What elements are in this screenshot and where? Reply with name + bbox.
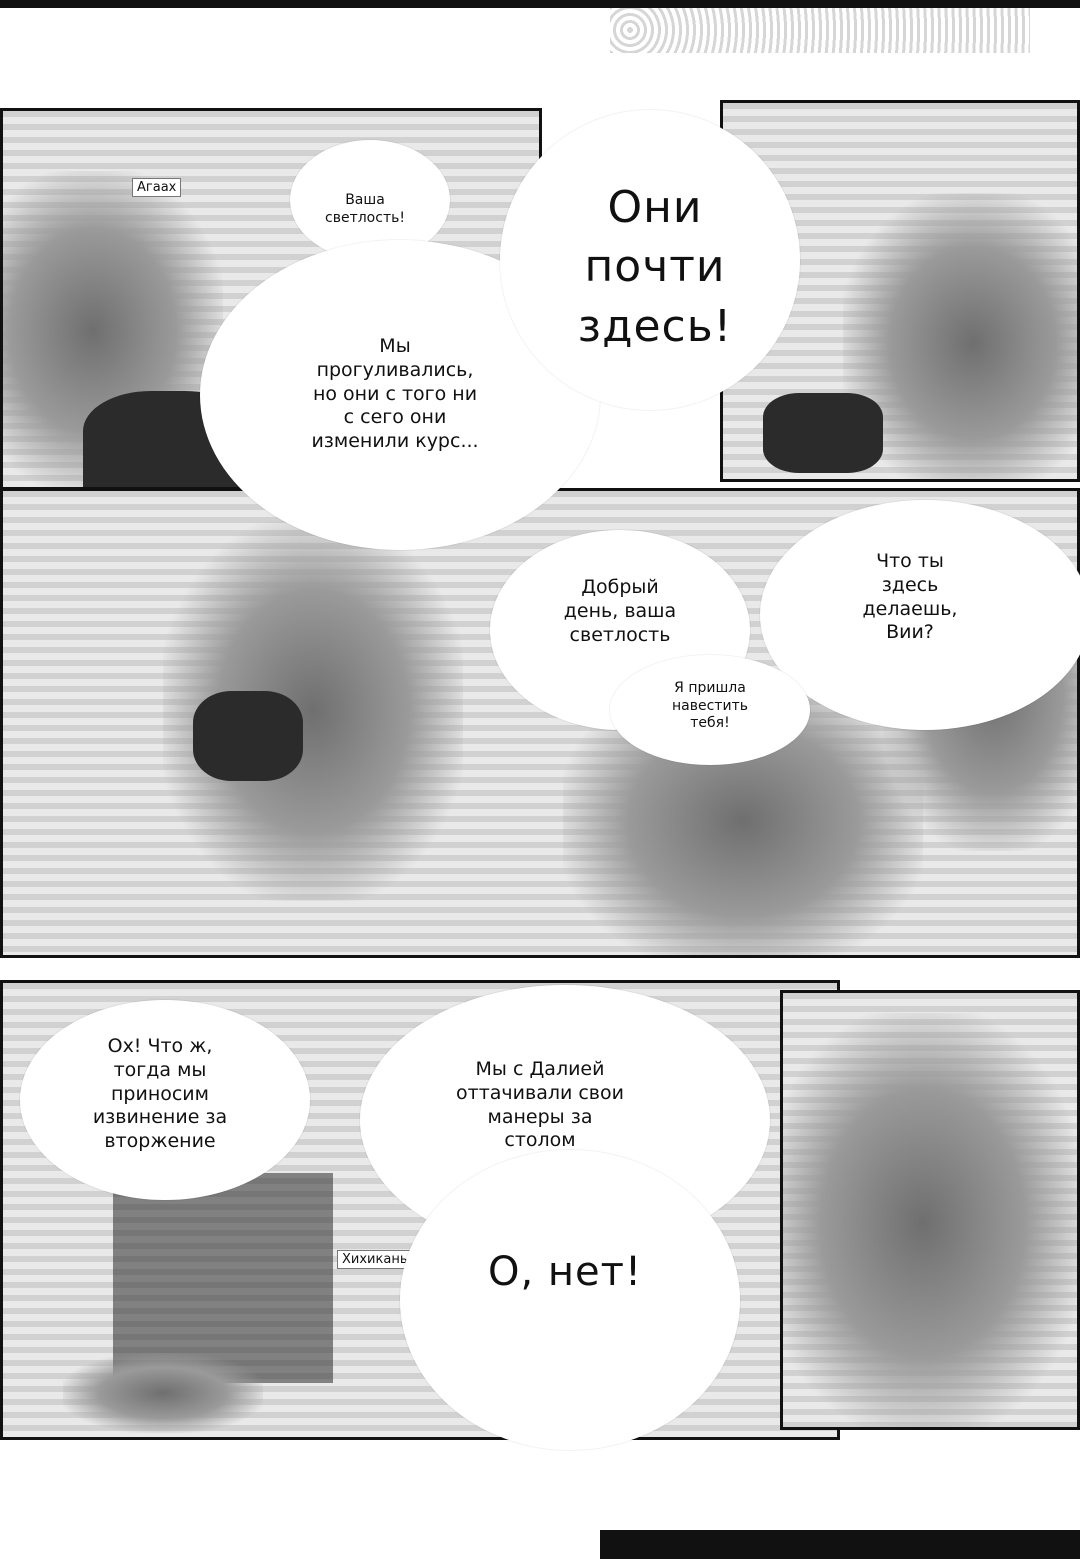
panel-5 — [780, 990, 1080, 1430]
manners-text: Мы с Далией оттачивали свои манеры за ст… — [456, 1058, 624, 1152]
apology-text: Ох! Что ж, тогда мы приносим извинение з… — [92, 1035, 228, 1152]
apology-bubble — [20, 1000, 310, 1200]
question-text: Что ты здесь делаешь, Вии? — [862, 550, 958, 644]
greeting-text: Ваша светлость! — [325, 192, 405, 226]
greeting-bubble — [290, 140, 450, 260]
visit-text: Я пришла навестить тебя! — [672, 680, 748, 731]
good-day-text: Добрый день, ваша светлость — [563, 576, 677, 646]
shout-bubble — [500, 110, 800, 410]
question-bubble — [760, 500, 1080, 730]
visit-bubble — [610, 655, 810, 765]
hair-figure — [783, 1013, 1077, 1427]
bottom-border — [600, 1530, 1080, 1559]
oh-no-text: О, нет! — [487, 1249, 642, 1295]
top-border — [0, 0, 1080, 8]
oh-no-bubble — [400, 1150, 740, 1450]
giggle-sfx: Хихиканье — [337, 1250, 421, 1269]
shout-text: Они почти здесь! — [577, 182, 733, 352]
walk-text: Мы прогуливались, но они с того ни с сег… — [311, 335, 479, 452]
ceiling-ornament — [610, 8, 1030, 53]
door — [113, 1173, 333, 1383]
girl-dress — [193, 691, 303, 781]
maid-dress — [763, 393, 883, 473]
table-flowers — [63, 1353, 263, 1433]
gasp-sfx: Агаах — [132, 178, 182, 197]
